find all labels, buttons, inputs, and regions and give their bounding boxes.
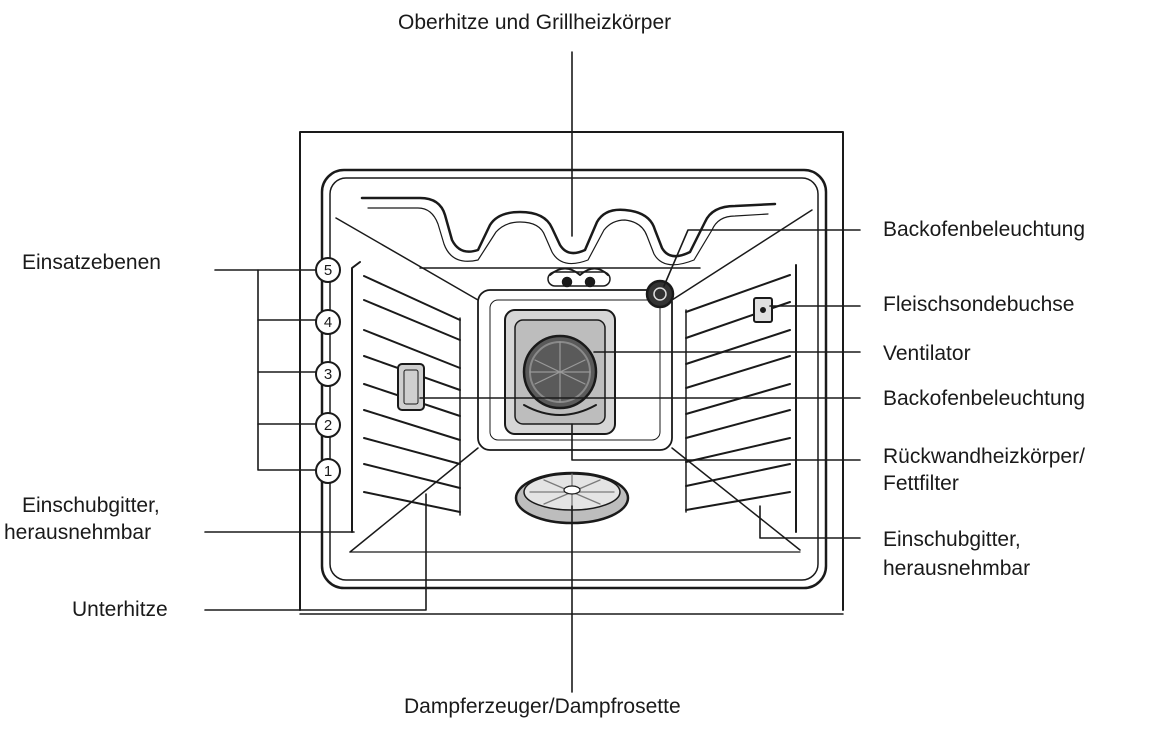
leader-lines bbox=[204, 51, 861, 693]
label-bottom-heat: Unterhitze bbox=[72, 598, 168, 621]
shelf-level-1-number: 1 bbox=[324, 463, 332, 480]
shelf-level-3-number: 3 bbox=[324, 366, 332, 383]
shelf-level-3-marker bbox=[315, 361, 341, 387]
shelf-level-2-number: 2 bbox=[324, 417, 332, 434]
label-top-heater: Oberhitze und Grillheizkörper bbox=[398, 11, 672, 34]
label-fan: Ventilator bbox=[883, 342, 971, 365]
shelf-level-1-marker bbox=[315, 458, 341, 484]
steam-rosette bbox=[514, 471, 630, 525]
label-right-rack-line1: Einschubgitter, bbox=[883, 528, 1021, 551]
label-rear-heater-line2: Fettfilter bbox=[883, 472, 959, 495]
shelf-level-4-number: 4 bbox=[324, 314, 332, 331]
label-left-rack-line2: herausnehmbar bbox=[4, 521, 152, 544]
top-oven-lamp bbox=[645, 279, 675, 309]
label-left-rack-line1: Einschubgitter, bbox=[22, 494, 160, 517]
label-light-top: Backofenbeleuchtung bbox=[883, 218, 1085, 241]
label-right-rack-line2: herausnehmbar bbox=[883, 557, 1031, 580]
shelf-level-5-number: 5 bbox=[324, 262, 332, 279]
left-side-lamp bbox=[397, 363, 425, 411]
fan bbox=[522, 334, 598, 416]
label-rear-heater-line1: Rückwandheizkörper/ bbox=[883, 445, 1085, 468]
label-probe-socket: Fleischsondebuchse bbox=[883, 293, 1075, 316]
probe-socket bbox=[753, 297, 773, 323]
left-shelf-rack bbox=[351, 261, 461, 533]
shelf-level-5-marker bbox=[315, 257, 341, 283]
label-shelf-levels: Einsatzebenen bbox=[22, 251, 161, 274]
label-light-side: Backofenbeleuchtung bbox=[883, 387, 1085, 410]
back-wall bbox=[477, 289, 673, 451]
shelf-level-4-marker bbox=[315, 309, 341, 335]
shelf-level-markers bbox=[315, 257, 341, 484]
label-steam-generator: Dampferzeuger/Dampfrosette bbox=[404, 695, 681, 718]
shelf-level-2-marker bbox=[315, 412, 341, 438]
